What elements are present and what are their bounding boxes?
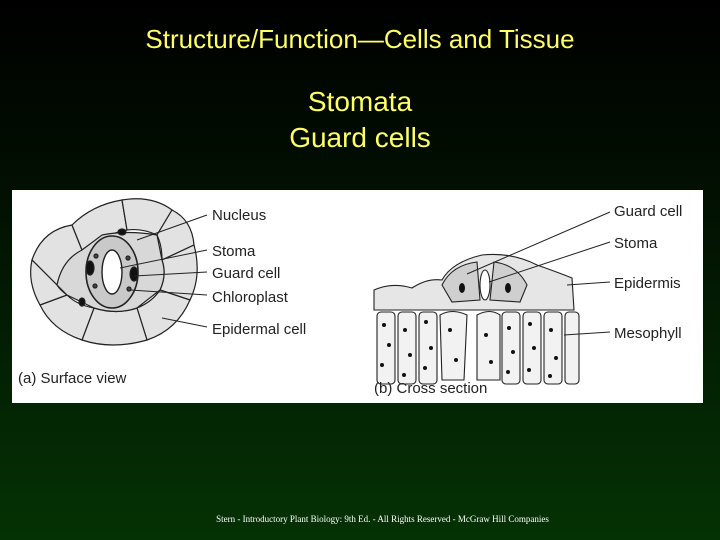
caption-cross-section: (b) Cross section	[374, 380, 487, 397]
label-chloroplast: Chloroplast	[212, 289, 289, 306]
nucleus	[117, 228, 127, 236]
nucleus	[85, 260, 95, 276]
mesophyll-cell	[476, 310, 501, 381]
caption-surface-view: (a) Surface view	[18, 370, 127, 387]
label-cross-stoma: Stoma	[614, 235, 658, 252]
cross-section-drawing	[373, 253, 580, 385]
mesophyll-cell	[397, 311, 417, 385]
subtitle-line-guard-cells: Guard cells	[289, 122, 431, 153]
stoma-pore-cross	[479, 269, 491, 301]
slide-title: Structure/Function—Cells and Tissue	[145, 24, 575, 54]
label-cross-guard-cell: Guard cell	[614, 203, 682, 220]
label-stoma: Stoma	[212, 243, 256, 260]
surface-view-drawing	[30, 198, 198, 346]
chloroplast	[125, 255, 131, 261]
slide-footer: Stern - Introductory Plant Biology: 9th …	[216, 514, 549, 524]
cross-section-leader-lines	[466, 211, 611, 336]
chloroplast	[93, 253, 99, 259]
subtitle-line-stomata: Stomata	[307, 86, 413, 117]
label-nucleus: Nucleus	[212, 207, 266, 224]
nucleus	[78, 297, 86, 307]
cross-section-chloroplasts	[380, 283, 558, 378]
label-epidermis: Epidermis	[614, 275, 681, 292]
label-mesophyll: Mesophyll	[614, 325, 682, 342]
mesophyll-cell	[439, 310, 468, 381]
mesophyll-cell	[501, 311, 521, 385]
stomata-diagram: Nucleus Stoma Guard cell Chloroplast Epi…	[18, 198, 682, 397]
stomata-figure: Nucleus Stoma Guard cell Chloroplast Epi…	[12, 190, 703, 403]
mesophyll-cell	[376, 311, 396, 385]
label-epidermal-cell: Epidermal cell	[212, 321, 306, 338]
mesophyll-cell	[564, 311, 580, 385]
label-guard-cell: Guard cell	[212, 265, 280, 282]
surface-view-leader-lines	[119, 214, 208, 328]
slide-subtitle: Stomata Guard cells	[0, 84, 720, 156]
stoma-pore	[101, 249, 123, 295]
nucleus	[129, 266, 139, 282]
mesophyll-cell	[543, 311, 563, 385]
chloroplast	[92, 283, 98, 289]
mesophyll-cell	[418, 311, 438, 385]
